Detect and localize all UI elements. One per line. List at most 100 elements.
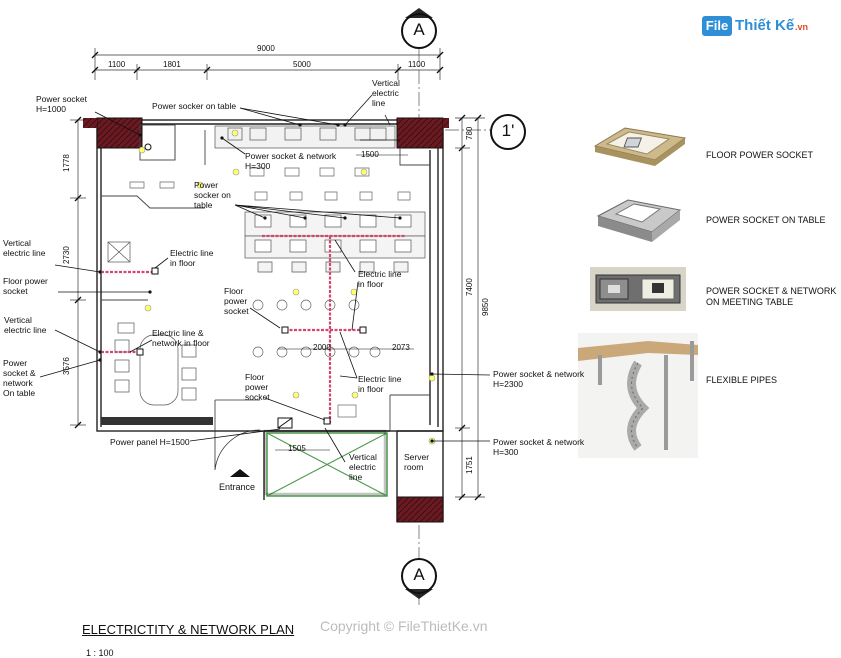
dim-top-3: 5000 xyxy=(293,60,311,69)
lower-chairs xyxy=(252,299,381,418)
copyright-watermark: Copyright © FileThietKe.vn xyxy=(320,618,488,634)
text-line: Vertical xyxy=(372,78,400,88)
desk-cluster xyxy=(244,211,426,273)
text-line: H=1000 xyxy=(36,104,67,114)
dim-top-total: 9000 xyxy=(257,44,275,53)
grid-label-bottom: A xyxy=(413,565,425,584)
text-line: power xyxy=(245,382,269,392)
dim-right-3: 1751 xyxy=(465,456,474,474)
meeting-room xyxy=(107,241,197,406)
leader-lines xyxy=(39,94,491,463)
text-line: line xyxy=(349,472,363,482)
leader-arrowheads xyxy=(98,123,434,443)
dim-interior-3: 2073 xyxy=(392,343,410,352)
power-socket-icon xyxy=(144,143,152,151)
top-desk-row xyxy=(214,125,396,149)
text-line: Electric line xyxy=(170,248,214,258)
text-line: power xyxy=(224,296,248,306)
legend-floor-power-socket: FLOOR POWER SOCKET xyxy=(706,150,814,160)
logo-name: Thiết Kế xyxy=(735,17,795,34)
drawing-title: ELECTRICTITY & NETWORK PLAN xyxy=(82,622,295,637)
south-wall-band xyxy=(101,417,213,425)
entrance-door xyxy=(214,399,261,471)
text-line: Power socket & network xyxy=(493,369,585,379)
dim-top-2: 1801 xyxy=(163,60,181,69)
power-panel-icon xyxy=(277,417,293,429)
dim-interior-4: 1505 xyxy=(288,444,306,453)
dim-right-outer: 9850 xyxy=(481,298,490,316)
wall-stub-r xyxy=(443,118,449,128)
text-line: electric line xyxy=(3,248,46,258)
dim-left-1: 1778 xyxy=(62,154,71,172)
text-line: in floor xyxy=(358,279,384,289)
logo-box: File xyxy=(702,16,732,36)
text-line: electric xyxy=(372,88,399,98)
flexible-pipes-photo xyxy=(578,333,698,458)
exterior-walls xyxy=(96,119,444,522)
table-socket-photo xyxy=(596,199,682,242)
cable-ends xyxy=(136,267,367,425)
meeting-socket-photo xyxy=(590,267,686,311)
dim-left-3: 3576 xyxy=(62,357,71,375)
legend-flexible-pipes: FLEXIBLE PIPES xyxy=(706,375,778,385)
text-line: H=300 xyxy=(493,447,519,457)
text-line: line xyxy=(372,98,386,108)
entrance-arrow-icon xyxy=(230,469,250,477)
open-office-chairs xyxy=(129,167,411,201)
text-line: socket xyxy=(224,306,249,316)
legend-meeting-table-socket: POWER SOCKET & NETWORK ON MEETING TABLE xyxy=(706,286,837,307)
dim-right-2: 7400 xyxy=(465,278,474,296)
grid-label-top: A xyxy=(413,20,425,39)
text-line: socket xyxy=(245,392,270,402)
text-line: H=2300 xyxy=(493,379,524,389)
text-line: Power socket & network xyxy=(493,437,585,447)
label-power-socket-table-top: Power socker on table xyxy=(152,101,237,111)
text-line: H=300 xyxy=(245,161,271,171)
text-line: Electric line xyxy=(358,374,402,384)
text-line: Power socket xyxy=(36,94,88,104)
logo-tld: .vn xyxy=(795,22,809,32)
filethietke-logo: File Thiết Kế .vn xyxy=(702,14,812,40)
text-line: network in floor xyxy=(152,338,210,348)
text-line: electric xyxy=(349,462,376,472)
legend-power-socket-table: POWER SOCKET ON TABLE xyxy=(706,215,826,225)
text-line: Vertical xyxy=(4,315,32,325)
text-line: Floor power xyxy=(3,276,48,286)
text-line: in floor xyxy=(358,384,384,394)
wall-stub xyxy=(83,118,97,128)
text-line: Power socket & network xyxy=(245,151,337,161)
dim-left-2: 2730 xyxy=(62,246,71,264)
label-electric-network-floor: Electric line &network in floor xyxy=(152,328,210,348)
dimension-lines xyxy=(70,48,485,498)
text-line: Vertical xyxy=(3,238,31,248)
dim-right-1: 780 xyxy=(465,126,474,140)
dimension-ticks xyxy=(74,51,482,501)
drawing-scale: 1 : 100 xyxy=(86,648,114,658)
floor-socket-photo xyxy=(593,127,687,166)
text-line: electric line xyxy=(4,325,47,335)
dim-interior-2: 2000 xyxy=(313,343,331,352)
text-line: Power xyxy=(3,358,28,368)
text-line: Server xyxy=(404,452,430,462)
text-line: room xyxy=(404,462,424,472)
label-power-panel: Power panel H=1500 xyxy=(110,437,190,447)
text-line: Floor xyxy=(224,286,244,296)
label-entrance: Entrance xyxy=(219,482,256,492)
text-line: socker on xyxy=(194,190,231,200)
column-ne xyxy=(396,117,444,149)
grid-label-right: 1' xyxy=(501,121,515,140)
text-line: Electric line xyxy=(358,269,402,279)
text-line: table xyxy=(194,200,213,210)
